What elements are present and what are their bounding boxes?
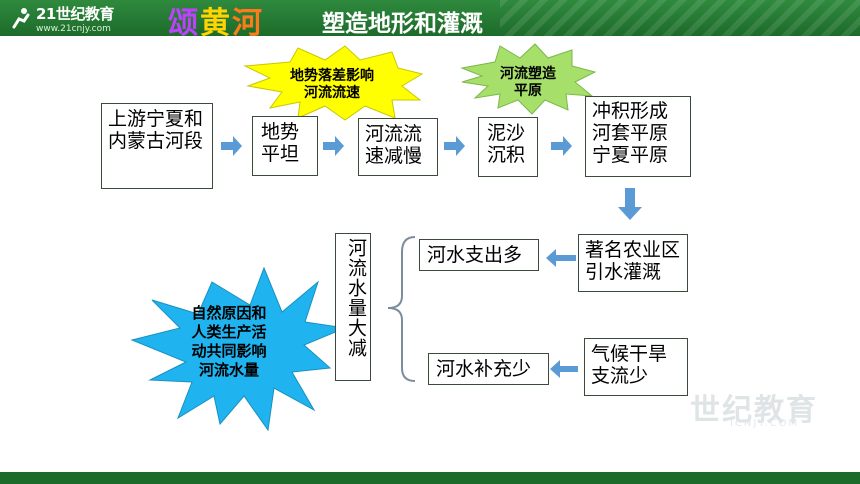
box-agriculture: 著名农业区引水灌溉 <box>578 234 688 292</box>
title-art-char-1: 颂 <box>168 6 200 41</box>
logo: 21世纪教育 www.21cnjy.com <box>10 4 114 34</box>
logo-runner-icon <box>12 8 30 29</box>
star-burst-yellow <box>243 45 424 121</box>
box-plains: 冲积形成河套平原宁夏平原 <box>585 96 691 177</box>
header-bar: 21世纪教育 www.21cnjy.com 颂黄河 塑造地形和灌溉 <box>0 0 860 41</box>
flow-arrow-left <box>550 360 578 378</box>
header-pattern <box>500 0 860 36</box>
star-burst-blue <box>130 266 347 432</box>
flow-arrow-left <box>546 249 576 267</box>
bracket <box>387 236 416 382</box>
page-title: 塑造地形和灌溉 <box>322 10 483 37</box>
title-art-char-2: 黄 <box>200 6 232 41</box>
watermark-sub: ICNJY.COM <box>730 418 800 429</box>
box-volume-reduced: 河流水量大减 <box>335 233 371 381</box>
star-label-plain: 河流塑造平原 <box>500 66 556 99</box>
footer-bar <box>0 472 860 484</box>
box-upper-reach: 上游宁夏和内蒙古河段 <box>101 103 213 189</box>
star-burst-green <box>460 43 597 115</box>
logo-subtext: www.21cnjy.com <box>36 23 111 34</box>
title-art: 颂黄河 <box>168 0 264 42</box>
star-label-influence: 地势落差影响河流流速 <box>290 68 374 101</box>
title-art-char-3: 河 <box>232 6 264 41</box>
logo-text: 21世纪教育 <box>36 4 114 23</box>
star-label-cause: 自然原因和人类生产活动共同影响河流水量 <box>191 304 267 379</box>
watermark: 世纪教育 <box>690 393 818 428</box>
box-water-in: 河水补充少 <box>428 353 549 385</box>
flow-arrow <box>323 136 344 156</box>
flow-arrow <box>551 136 572 156</box>
flow-arrow <box>444 136 465 156</box>
box-water-out: 河水支出多 <box>419 239 539 271</box>
flow-arrow-down <box>618 188 642 220</box>
box-slow-flow: 河流流速减慢 <box>358 118 438 176</box>
box-flat-terrain: 地势平坦 <box>252 116 318 176</box>
box-climate: 气候干旱支流少 <box>584 338 688 396</box>
box-sediment: 泥沙沉积 <box>478 117 538 177</box>
flow-arrow <box>221 136 242 156</box>
